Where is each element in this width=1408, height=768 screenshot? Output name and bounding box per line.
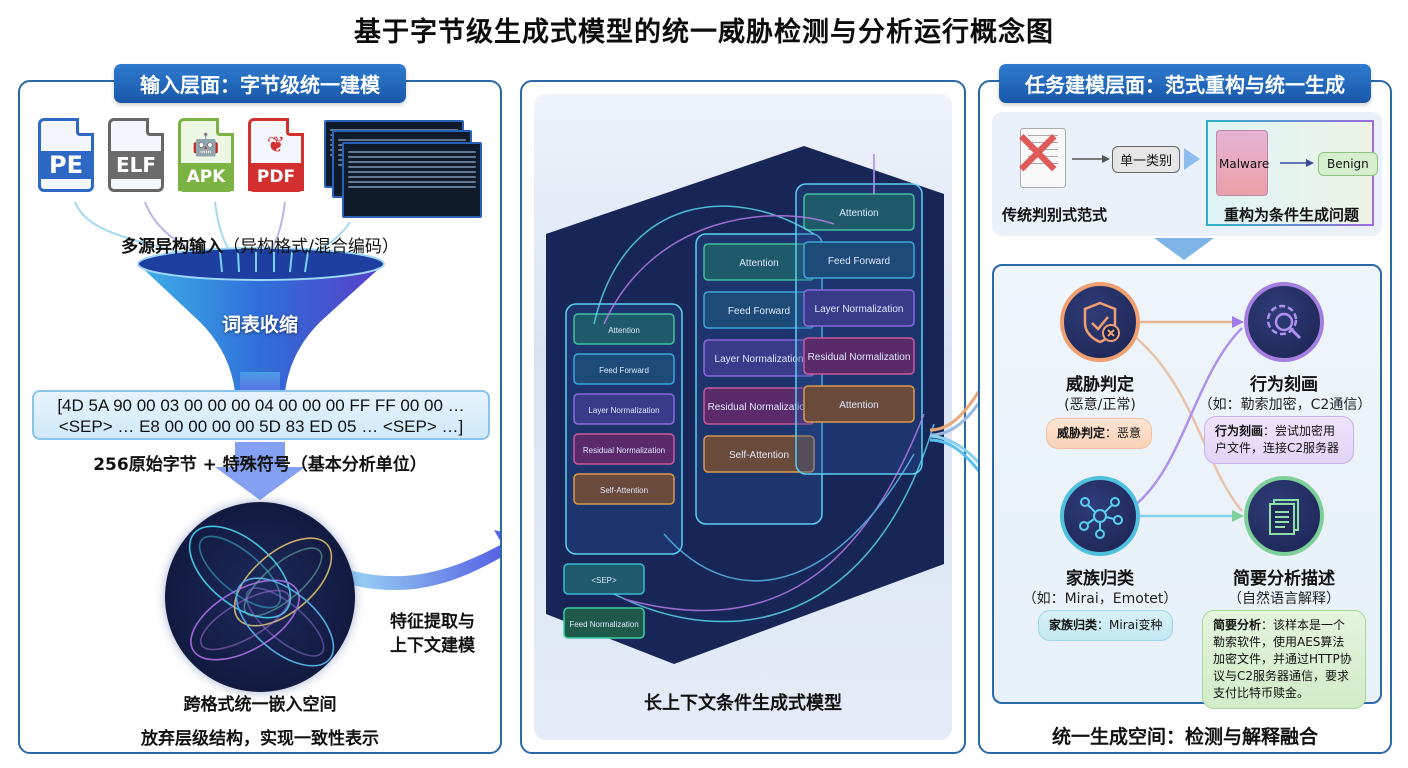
node-subtitle: （如：勒索加密，C2通信） — [1198, 397, 1372, 413]
analysis-summary-card: 简要分析：该样本是一个勒索软件，使用AES算法加密文件，并通过HTTP协议与C2… — [1202, 610, 1366, 709]
transformer-block-label: Feed Forward — [728, 306, 790, 317]
embedding-title: 跨格式统一嵌入空间 — [183, 695, 337, 715]
transformer-block-label: Layer Normalization — [588, 406, 659, 415]
node-subtitle: (恶意/正常) — [1064, 397, 1136, 413]
transformer-block-label: Attention — [608, 326, 640, 335]
document-icon — [1244, 476, 1324, 556]
family-card: 家族归类：Mirai变种 — [1038, 610, 1174, 641]
terminal-log-icon — [324, 120, 484, 220]
generation-space-caption: 统一生成空间：检测与解释融合 — [1051, 726, 1318, 748]
arrow-right-icon — [1072, 155, 1110, 163]
pdf-file-icon: ❦PDF — [248, 118, 304, 192]
transition-label: 特征提取与 上下文建模 — [390, 612, 475, 656]
shield-check-icon — [1060, 282, 1140, 362]
model-caption: 长上下文条件生成式模型 — [644, 693, 842, 714]
traditional-paradigm-label: 传统判别式范式 — [1002, 206, 1108, 224]
gear-search-icon — [1244, 282, 1324, 362]
transformer-block-label: Residual Normalization — [808, 352, 911, 363]
pe-file-icon: PE — [38, 118, 94, 192]
crossed-document-icon: ✕ — [1011, 118, 1066, 192]
file-type-icons: PE ELF 🤖APK ❦PDF — [38, 118, 304, 192]
reframe-label: 重构为条件生成问题 — [1224, 206, 1360, 224]
unified-generation-space: 威胁判定 (恶意/正常) 威胁判定：恶意 行为刻画 （如：勒索加密，C2通信） … — [992, 264, 1382, 709]
transformer-block — [803, 193, 915, 231]
transformer-block-label: Residual Normalization — [583, 446, 665, 455]
input-block-label: Feed Normalization — [569, 620, 638, 629]
byte-sequence-box: [4D 5A 90 00 03 00 00 00 04 00 00 00 FF … — [32, 390, 490, 440]
arrow-right-icon — [1280, 159, 1314, 167]
node-subtitle: （自然语言解释） — [1228, 591, 1340, 607]
reframe-box: Malware Benign 重构为条件生成问题 — [1206, 120, 1378, 226]
transformer-block-label: Feed Forward — [828, 256, 890, 267]
input-block — [563, 563, 645, 595]
transformer-block — [803, 337, 915, 375]
funnel-label: 词表收缩 — [221, 314, 298, 336]
transformer-block-label: Attention — [839, 208, 878, 219]
chevron-right-icon — [1184, 148, 1200, 170]
page-title: 基于字节级生成式模型的统一威胁检测与分析运行概念图 — [354, 17, 1054, 48]
transformer-block-label: Residual Normalization — [708, 402, 811, 413]
transformer-block — [573, 433, 675, 465]
task-layer-panel: 任务建模层面：范式重构与统一生成 ✕ 单一类别 传统判别式范式 Malware … — [978, 64, 1392, 754]
behavior-card: 行为刻画：尝试加密用户文件，连接C2服务器 — [1204, 416, 1354, 464]
transformer-block — [573, 393, 675, 425]
node-title: 威胁判定 — [1066, 375, 1134, 395]
transformer-block-label: Layer Normalization — [815, 304, 904, 315]
paradigm-comparison: ✕ 单一类别 传统判别式范式 Malware Benign 重构为条件生成问题 — [992, 112, 1382, 236]
task-layer-header: 任务建模层面：范式重构与统一生成 — [999, 64, 1371, 103]
threat-verdict-card: 威胁判定：恶意 — [1046, 418, 1153, 449]
transformer-block-label: Feed Forward — [599, 366, 649, 375]
transformer-block — [803, 241, 915, 279]
malware-file-icon: Malware — [1216, 130, 1269, 196]
inputs-caption: 多源异构输入（异构格式/混合编码） — [121, 237, 399, 257]
node-title: 简要分析描述 — [1233, 569, 1335, 589]
network-cluster-icon — [1060, 476, 1140, 556]
node-title: 家族归类 — [1066, 569, 1134, 589]
transformer-block — [573, 473, 675, 505]
embedding-space-sphere — [165, 502, 355, 692]
input-block — [563, 607, 645, 639]
input-layer-header: 输入层面：字节级统一建模 — [114, 64, 406, 103]
input-layer-panel: 输入层面：字节级统一建模 PE — [18, 64, 502, 754]
elf-file-icon: ELF — [108, 118, 164, 192]
transition-arrow-icon — [340, 530, 500, 591]
android-apk-file-icon: 🤖APK — [178, 118, 234, 192]
transformer-block — [573, 313, 675, 345]
android-icon: 🤖 — [192, 133, 220, 158]
transformer-block — [803, 385, 915, 423]
transformer-block-label: Self-Attention — [729, 450, 789, 461]
benign-label: Benign — [1318, 152, 1378, 176]
down-arrow-icon — [1154, 238, 1214, 260]
transformer-block — [573, 353, 675, 385]
transformer-block-label: Attention — [739, 258, 778, 269]
transformer-block-label: Self-Attention — [600, 486, 648, 495]
node-title: 行为刻画 — [1250, 375, 1318, 395]
embedding-subtitle: 放弃层级结构，实现一致性表示 — [141, 729, 379, 749]
transformer-block-label: Attention — [839, 400, 878, 411]
transformer-block — [703, 435, 815, 473]
transformer-block — [803, 289, 915, 327]
node-subtitle: （如：Mirai，Emotet） — [1022, 591, 1178, 607]
transformer-block-label: Layer Normalization — [715, 354, 804, 365]
acrobat-icon: ❦ — [266, 133, 286, 158]
input-block-label: <SEP> — [591, 576, 617, 585]
node-connections — [1133, 316, 1244, 522]
byte-caption: 256原始字节 + 特殊符号（基本分析单位） — [93, 455, 427, 475]
single-class-pill: 单一类别 — [1112, 146, 1181, 173]
